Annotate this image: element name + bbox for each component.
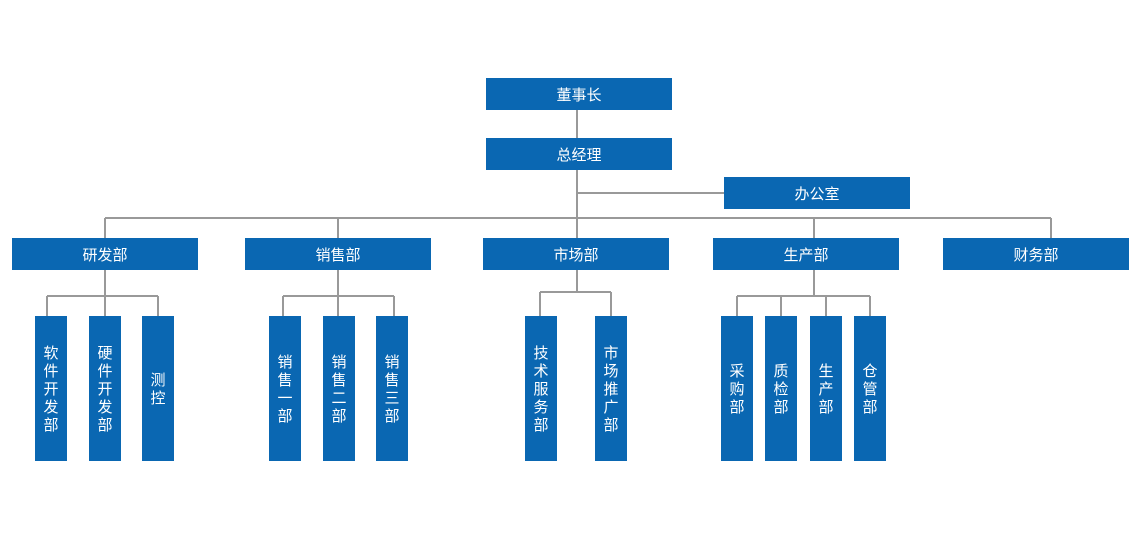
node-label: 技术服务部 (533, 343, 549, 434)
node-unit: 技术服务部 (525, 316, 557, 461)
node-unit: 质检部 (765, 316, 797, 461)
node-label: 财务部 (1013, 245, 1059, 264)
node-label: 生产部 (783, 245, 829, 264)
node-general-manager: 总经理 (486, 138, 672, 170)
node-label: 办公室 (794, 184, 840, 203)
node-unit: 生产部 (810, 316, 842, 461)
node-chairman: 董事长 (486, 78, 672, 110)
node-label: 总经理 (556, 145, 602, 164)
node-department: 财务部 (943, 238, 1129, 270)
node-department: 市场部 (483, 238, 669, 270)
node-label: 市场部 (553, 245, 599, 264)
node-label: 软件开发部 (43, 343, 59, 434)
node-label: 质检部 (773, 361, 789, 416)
node-label: 仓管部 (862, 361, 878, 416)
node-label: 测控 (150, 370, 166, 407)
node-label: 销售部 (315, 245, 361, 264)
node-label: 销售一部 (277, 352, 293, 425)
node-unit: 仓管部 (854, 316, 886, 461)
node-label: 采购部 (729, 361, 745, 416)
node-unit: 采购部 (721, 316, 753, 461)
node-department: 销售部 (245, 238, 431, 270)
node-label: 董事长 (556, 85, 602, 104)
node-label: 市场推广部 (603, 343, 619, 434)
node-label: 研发部 (82, 245, 128, 264)
node-unit: 软件开发部 (35, 316, 67, 461)
node-label: 销售二部 (331, 352, 347, 425)
node-unit: 测控 (142, 316, 174, 461)
node-label: 硬件开发部 (97, 343, 113, 434)
node-unit: 销售一部 (269, 316, 301, 461)
node-unit: 销售三部 (376, 316, 408, 461)
node-unit: 硬件开发部 (89, 316, 121, 461)
node-label: 生产部 (818, 361, 834, 416)
node-unit: 销售二部 (323, 316, 355, 461)
node-unit: 市场推广部 (595, 316, 627, 461)
node-label: 销售三部 (384, 352, 400, 425)
node-department: 研发部 (12, 238, 198, 270)
node-office: 办公室 (724, 177, 910, 209)
node-department: 生产部 (713, 238, 899, 270)
